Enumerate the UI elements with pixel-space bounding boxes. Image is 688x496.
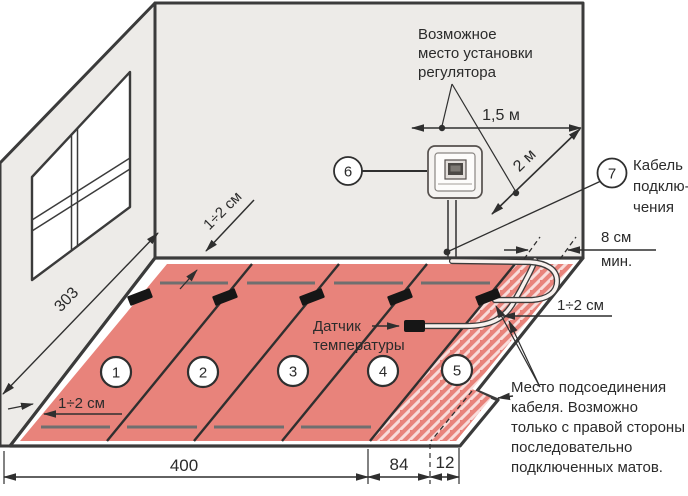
thermostat-display-digits xyxy=(450,165,461,172)
thermostat xyxy=(427,145,483,259)
connection-note-line5: подключенных матов. xyxy=(511,459,663,476)
mat-badge-4: 4 xyxy=(366,354,400,388)
mat-connector xyxy=(387,288,413,306)
min-distance-label-unit: мин. xyxy=(601,253,632,270)
connection-note-line4: последовательно xyxy=(511,439,632,456)
mat-number-badges: 1 2 3 4 5 xyxy=(99,353,474,389)
mat-connectors xyxy=(127,288,501,306)
gap-left-label: 1÷2 см xyxy=(58,395,105,412)
step-projection-dashed-line xyxy=(430,390,473,442)
cable-label-line2: подклю- xyxy=(633,178,688,195)
mat-badge-number: 5 xyxy=(453,363,461,380)
connection-note-line2: кабеля. Возможно xyxy=(511,399,638,416)
connection-note-line3: только с правой стороны xyxy=(511,419,685,436)
dimension-2m-line xyxy=(491,128,581,215)
mat-connector xyxy=(475,288,501,306)
regulator-note-line2: место установки xyxy=(418,45,533,62)
gap-back-arrow xyxy=(205,199,255,252)
mat-badge-circle xyxy=(186,355,220,389)
wall-length-dimension-line xyxy=(2,232,159,395)
sensor-cable-core xyxy=(423,258,537,328)
dimension-400-label: 400 xyxy=(170,456,198,475)
connection-note-leader-2 xyxy=(508,320,541,388)
callout-6: 6 xyxy=(333,156,427,186)
regulator-note-line3: регулятора xyxy=(418,64,497,81)
callout-7-number: 7 xyxy=(608,166,616,183)
connection-cable xyxy=(448,257,561,304)
sensor-label: Датчик температуры xyxy=(313,318,405,354)
connection-note-arrow xyxy=(497,392,514,401)
gap-right-1-2cm: 1÷2 см xyxy=(502,297,612,320)
regulator-note-leader-1 xyxy=(441,83,453,127)
gap-back-small-arrow xyxy=(179,269,198,290)
gap-left-small-arrow xyxy=(7,402,34,410)
mat-badge-circle xyxy=(366,354,400,388)
sensor-cable xyxy=(421,256,539,330)
callout-7-circle xyxy=(596,157,628,189)
mat-connector xyxy=(127,288,153,306)
mat-badge-3: 3 xyxy=(276,354,310,388)
mat-badge-5: 5 xyxy=(440,353,474,387)
dimension-84-label: 84 xyxy=(390,455,409,474)
min-distance-tick-right xyxy=(559,236,577,260)
sensor-label-line2: температуры xyxy=(313,337,405,354)
dimension-1-5m: 1,5 м xyxy=(411,107,582,132)
mat-connector xyxy=(299,288,325,306)
callout-7: 7 Кабель подклю- чения xyxy=(443,157,688,256)
min-distance-8cm: 8 см мин. xyxy=(504,229,656,270)
callout-6-number: 6 xyxy=(344,164,352,181)
callout-7-leader xyxy=(446,180,602,253)
mat-badge-2: 2 xyxy=(186,355,220,389)
mat-badge-1: 1 xyxy=(99,355,133,389)
connection-cable-core xyxy=(450,259,559,302)
cable-label-line1: Кабель xyxy=(633,157,683,174)
cable-junction-dot xyxy=(443,248,451,256)
mat-badge-number: 3 xyxy=(289,364,297,381)
connection-note: Место подсоединения кабеля. Возможно тол… xyxy=(495,305,685,476)
gap-left-1-2cm: 1÷2 см xyxy=(7,395,122,418)
min-distance-tick-left xyxy=(523,236,541,260)
temperature-sensor xyxy=(404,320,425,332)
mat-badge-circle xyxy=(440,353,474,387)
callout-6-circle xyxy=(333,156,363,186)
regulator-location-note: Возможное место установки регулятора xyxy=(418,26,533,197)
bottom-dimensions: 400 84 12 xyxy=(3,444,460,484)
min-distance-label-value: 8 см xyxy=(601,229,631,246)
dimension-1-5m-label: 1,5 м xyxy=(482,107,520,124)
connection-note-line1: Место подсоединения xyxy=(511,379,666,396)
dimension-12-label: 12 xyxy=(436,453,455,472)
window-mullion-horizontal-top xyxy=(31,157,131,221)
mat-badge-number: 1 xyxy=(112,365,120,382)
cable-label-line3: чения xyxy=(633,199,674,216)
regulator-note-line1: Возможное xyxy=(418,26,497,43)
window xyxy=(30,70,132,282)
mat-connector xyxy=(212,288,238,306)
mat-badge-number: 2 xyxy=(199,365,207,382)
connection-note-leader-1 xyxy=(495,305,541,388)
gap-right-label: 1÷2 см xyxy=(557,297,604,314)
mat-badge-number: 4 xyxy=(379,364,387,381)
mesh-only-area xyxy=(370,264,573,441)
window-mullion-horizontal-bottom xyxy=(31,168,131,232)
mat-badge-circle xyxy=(99,355,133,389)
sensor-label-line1: Датчик xyxy=(313,318,361,335)
mat-end-markings xyxy=(41,281,490,429)
mat-badge-circle xyxy=(276,354,310,388)
